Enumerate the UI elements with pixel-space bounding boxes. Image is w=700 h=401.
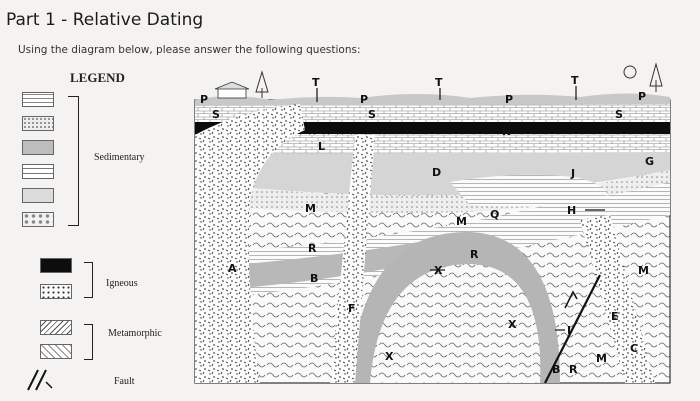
legend-swatch-conglomerate xyxy=(22,212,54,227)
label-m3: M xyxy=(638,264,649,277)
label-s3: S xyxy=(615,108,623,121)
label-q: Q xyxy=(490,208,499,221)
label-b2: B xyxy=(552,363,560,376)
label-i: I xyxy=(567,324,571,337)
page-title: Part 1 - Relative Dating xyxy=(6,10,204,30)
metamorphic-bracket xyxy=(84,324,93,360)
legend-label-metamorphic: Metamorphic xyxy=(108,328,162,339)
legend-title: LEGEND xyxy=(70,70,125,85)
label-d: D xyxy=(432,166,441,179)
legend-swatch-mudstone xyxy=(22,140,54,155)
legend-swatch-basalt xyxy=(40,258,72,273)
layer-b xyxy=(195,240,430,292)
instructions-text: Using the diagram below, please answer t… xyxy=(18,44,361,56)
label-x3: X xyxy=(385,350,394,363)
intrusion-x-core xyxy=(370,264,541,383)
label-x1: X xyxy=(434,264,443,277)
legend-swatch-shale xyxy=(22,92,54,107)
label-p4: P xyxy=(638,90,646,103)
label-p1: P xyxy=(200,93,208,106)
label-f: F xyxy=(348,302,356,315)
label-p3: P xyxy=(505,93,513,106)
intrusion-a xyxy=(195,104,305,383)
label-b1: B xyxy=(310,272,318,285)
fault-symbol-icon xyxy=(27,369,53,391)
layer-p-topsoil xyxy=(195,93,670,106)
fault-line xyxy=(544,274,601,384)
legend-label-sedimentary: Sedimentary xyxy=(94,152,145,163)
layer-black-basalt xyxy=(195,122,670,134)
layer-q xyxy=(450,174,607,207)
label-s2: S xyxy=(368,108,376,121)
label-a: A xyxy=(228,262,237,275)
label-c: C xyxy=(630,342,638,355)
legend-swatch-limestone xyxy=(22,164,54,179)
fault-arrow-icon xyxy=(564,290,578,309)
label-n: N xyxy=(502,125,511,138)
label-m2: M xyxy=(456,215,467,228)
dike-e xyxy=(580,215,655,383)
label-x2: X xyxy=(508,318,517,331)
legend-swatch-sandstone xyxy=(22,116,54,131)
label-m4: M xyxy=(596,352,607,365)
house-icon xyxy=(214,81,250,99)
legend-swatch-gneiss xyxy=(40,320,72,335)
label-m1: M xyxy=(305,202,316,215)
sedimentary-bracket xyxy=(68,96,79,226)
tree-icon xyxy=(255,70,269,98)
label-j: J xyxy=(570,167,575,180)
label-l: L xyxy=(318,140,325,153)
tree-icon-right xyxy=(649,62,663,92)
label-r3: R xyxy=(569,363,578,376)
legend-swatch-schist xyxy=(40,344,72,359)
tree-round-icon xyxy=(623,65,637,79)
layer-n xyxy=(195,132,670,154)
label-r1: R xyxy=(308,242,317,255)
legend-label-fault: Fault xyxy=(114,376,135,387)
label-s1: S xyxy=(212,108,220,121)
label-t1: T xyxy=(312,76,320,89)
label-h: H xyxy=(567,204,576,217)
label-e: E xyxy=(611,310,619,323)
legend-label-igneous: Igneous xyxy=(106,278,138,289)
label-p2: P xyxy=(360,93,368,106)
igneous-bracket xyxy=(84,262,93,298)
label-g: G xyxy=(645,155,654,168)
legend-swatch-granite xyxy=(40,284,72,299)
label-r2: R xyxy=(470,248,479,261)
dike-f xyxy=(330,135,375,383)
label-t3: T xyxy=(571,74,579,87)
legend-swatch-siltstone xyxy=(22,188,54,203)
label-t2: T xyxy=(435,76,443,89)
